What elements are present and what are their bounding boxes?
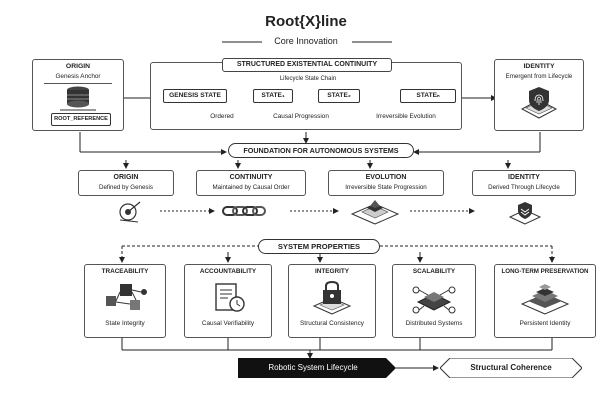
property-traceability-sub: State Integrity	[105, 320, 145, 327]
ordered-label: Ordered	[202, 113, 242, 121]
pillar-evolution-sub: Irreversible State Progression	[345, 184, 427, 191]
property-traceability-title: TRACEABILITY	[101, 268, 149, 275]
property-preservation-sub: Persistent Identity	[519, 320, 571, 327]
property-traceability	[84, 264, 166, 338]
stacked-layers-icon	[520, 284, 570, 315]
coherence-label: Structural Coherence	[470, 363, 552, 372]
foundation-label: FOUNDATION FOR AUTONOMOUS SYSTEMS	[228, 143, 414, 158]
system-properties-label: SYSTEM PROPERTIES	[258, 239, 380, 254]
page-title: Root{X}line	[265, 13, 347, 30]
state-1: STATE₁	[253, 89, 293, 103]
layered-platform-icon	[350, 200, 400, 225]
pillar-evolution	[328, 170, 444, 196]
pillar-origin-sub: Defined by Genesis	[99, 184, 153, 191]
fingerprint-shield-icon	[520, 87, 558, 119]
database-cylinder-icon	[60, 86, 96, 111]
cubes-network-icon	[106, 284, 147, 310]
causal-label: Causal Progression	[265, 113, 337, 121]
pillar-continuity	[196, 170, 306, 196]
pillar-evolution-title: EVOLUTION	[365, 174, 407, 181]
property-accountability-title: ACCOUNTABILITY	[199, 268, 257, 275]
state-2: STATE₂	[318, 89, 360, 103]
origin-title: ORIGIN	[65, 63, 91, 70]
property-scalability-title: SCALABILITY	[412, 268, 456, 275]
root-reference-label: ROOT_REFERENCE	[51, 113, 111, 126]
irreversible-label: Irreversible Evolution	[366, 113, 446, 121]
pillar-identity-sub: Derived Through Lifecycle	[488, 184, 560, 191]
lifecycle-banner	[238, 358, 396, 378]
continuity-title: STRUCTURED EXISTENTIAL CONTINUITY	[222, 58, 392, 72]
genesis-target-icon	[119, 201, 141, 223]
pillar-identity-title: IDENTITY	[508, 174, 540, 181]
pillar-continuity-sub: Maintained by Causal Order	[212, 184, 290, 191]
page-subtitle: Core Innovation	[274, 36, 338, 46]
chain-link-icon	[222, 206, 266, 216]
origin-subtitle-rule	[44, 83, 112, 84]
pillar-origin	[78, 170, 174, 196]
origin-subtitle: Genesis Anchor	[55, 73, 101, 80]
shield-chevron-icon	[508, 202, 542, 225]
chain-label: Lifecycle State Chain	[279, 76, 337, 82]
pillar-origin-title: ORIGIN	[113, 174, 139, 181]
property-integrity-sub: Structural Consistency	[300, 320, 364, 327]
identity-subtitle: Emergent from Lifecycle	[505, 73, 573, 80]
property-scalability-sub: Distributed Systems	[405, 320, 463, 327]
pillar-identity	[472, 170, 576, 196]
property-preservation-title: LONG-TERM PRESERVATION	[501, 268, 589, 275]
identity-title: IDENTITY	[523, 63, 555, 70]
pillar-continuity-title: CONTINUITY	[229, 174, 273, 181]
state-n: STATEₙ	[400, 89, 456, 103]
property-integrity-title: INTEGRITY	[314, 268, 350, 275]
node-grid-icon	[412, 286, 456, 314]
property-accountability-sub: Causal Verifiability	[201, 320, 255, 327]
lifecycle-label: Robotic System Lifecycle	[268, 363, 358, 372]
document-clock-icon	[215, 283, 245, 312]
state-genesis: GENESIS STATE	[163, 89, 227, 103]
coherence-banner	[440, 358, 582, 378]
padlock-platform-icon	[312, 280, 352, 315]
